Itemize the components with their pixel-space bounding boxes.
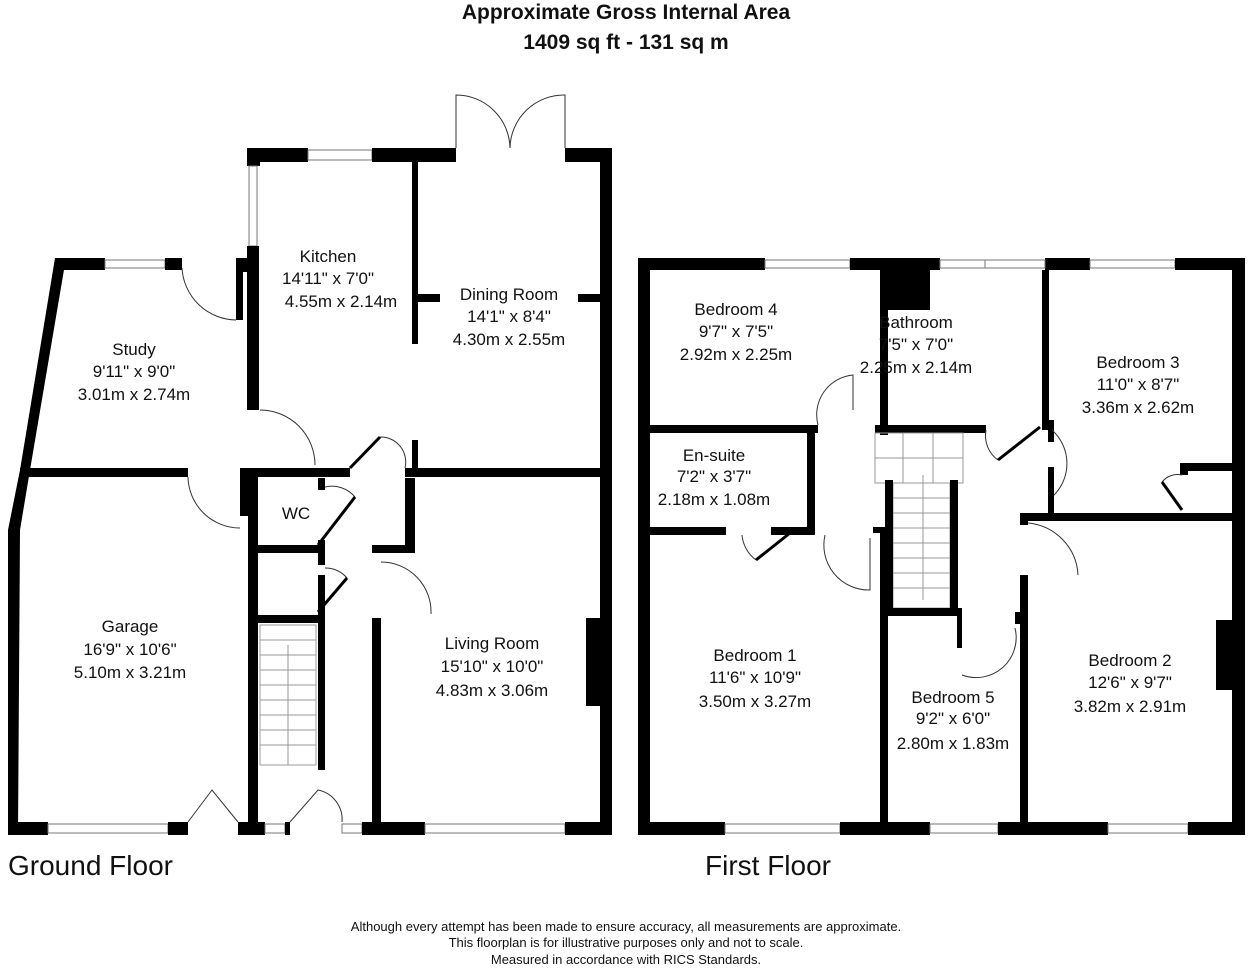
fireplace [1216,620,1232,690]
area-title: Approximate Gross Internal Area [462,1,791,24]
disclaimer-line: Although every attempt has been made to … [351,919,901,934]
room-bedroom-2: Bedroom 2 12'6" x 9'7" 3.82m x 2.91m [1074,651,1186,716]
svg-text:Garage: Garage [102,617,159,636]
svg-text:2.25m x 2.14m: 2.25m x 2.14m [860,358,972,377]
svg-text:9'2" x 6'0": 9'2" x 6'0" [916,709,990,728]
first-floor-plan [638,258,1245,835]
wall [8,258,66,835]
room-bathroom: Bathroom 7'5" x 7'0" 2.25m x 2.14m [860,313,972,377]
svg-text:7'5" x 7'0": 7'5" x 7'0" [879,335,953,354]
room-garage: Garage 16'9" x 10'6" 5.10m x 3.21m [74,617,186,682]
room-wc: WC [282,504,310,523]
svg-text:16'9" x 10'6": 16'9" x 10'6" [83,640,176,659]
first-floor-label: First Floor [705,850,831,881]
svg-text:Dining Room: Dining Room [460,285,558,304]
ground-floor-plan [8,94,612,835]
svg-text:2.80m x 1.83m: 2.80m x 1.83m [897,734,1009,753]
svg-text:Bedroom 5: Bedroom 5 [911,688,994,707]
room-bedroom-5: Bedroom 5 9'2" x 6'0" 2.80m x 1.83m [897,688,1009,753]
svg-text:Kitchen: Kitchen [300,247,357,266]
svg-text:4.83m x 3.06m: 4.83m x 3.06m [436,681,548,700]
svg-text:9'7" x 7'5": 9'7" x 7'5" [699,322,773,341]
svg-text:7'2" x 3'7": 7'2" x 3'7" [677,467,751,486]
svg-text:11'6" x 10'9": 11'6" x 10'9" [709,668,801,687]
svg-text:4.30m x 2.55m: 4.30m x 2.55m [453,330,565,349]
svg-text:2.92m x 2.25m: 2.92m x 2.25m [680,345,792,364]
svg-text:Bedroom 4: Bedroom 4 [694,300,777,319]
svg-text:Study: Study [112,340,156,359]
svg-text:4.55m x 2.14m: 4.55m x 2.14m [285,292,397,311]
room-bedroom-4: Bedroom 4 9'7" x 7'5" 2.92m x 2.25m [680,300,792,364]
svg-text:Bedroom 1: Bedroom 1 [713,646,796,665]
svg-text:Bedroom 2: Bedroom 2 [1088,651,1171,670]
svg-text:14'1" x 8'4": 14'1" x 8'4" [467,307,551,326]
disclaimer-line: This floorplan is for illustrative purpo… [449,935,804,950]
room-en-suite: En-suite 7'2" x 3'7" 2.18m x 1.08m [658,446,770,509]
svg-text:Living Room: Living Room [445,634,540,653]
area-total: 1409 sq ft - 131 sq m [523,31,728,54]
svg-text:Bedroom 3: Bedroom 3 [1096,353,1179,372]
svg-text:12'6" x 9'7": 12'6" x 9'7" [1088,673,1172,692]
ground-floor-label: Ground Floor [8,850,173,881]
room-bedroom-1: Bedroom 1 11'6" x 10'9" 3.50m x 3.27m [699,646,811,711]
svg-text:14'11" x 7'0": 14'11" x 7'0" [282,269,374,288]
chimney [885,270,930,310]
svg-text:5.10m x 3.21m: 5.10m x 3.21m [74,663,186,682]
svg-text:Bathroom: Bathroom [879,313,953,332]
room-study: Study 9'11" x 9'0" 3.01m x 2.74m [78,340,190,404]
svg-text:3.50m x 3.27m: 3.50m x 3.27m [699,692,811,711]
room-living-room: Living Room 15'10" x 10'0" 4.83m x 3.06m [436,634,548,700]
room-dining-room: Dining Room 14'1" x 8'4" 4.30m x 2.55m [453,285,565,349]
svg-text:En-suite: En-suite [683,446,745,465]
room-kitchen: Kitchen 14'11" x 7'0" 4.55m x 2.14m [282,247,397,311]
svg-text:3.36m x 2.62m: 3.36m x 2.62m [1082,398,1194,417]
disclaimer-line: Measured in accordance with RICS Standar… [491,952,761,967]
svg-text:11'0" x 8'7": 11'0" x 8'7" [1097,375,1180,394]
svg-text:15'10" x 10'0": 15'10" x 10'0" [441,657,544,676]
svg-text:2.18m x 1.08m: 2.18m x 1.08m [658,490,770,509]
svg-text:3.01m x 2.74m: 3.01m x 2.74m [78,385,190,404]
staircase [259,624,317,766]
room-bedroom-3: Bedroom 3 11'0" x 8'7" 3.36m x 2.62m [1082,353,1194,417]
svg-text:3.82m x 2.91m: 3.82m x 2.91m [1074,697,1186,716]
fireplace [586,618,600,706]
svg-text:9'11" x 9'0": 9'11" x 9'0" [93,362,176,381]
